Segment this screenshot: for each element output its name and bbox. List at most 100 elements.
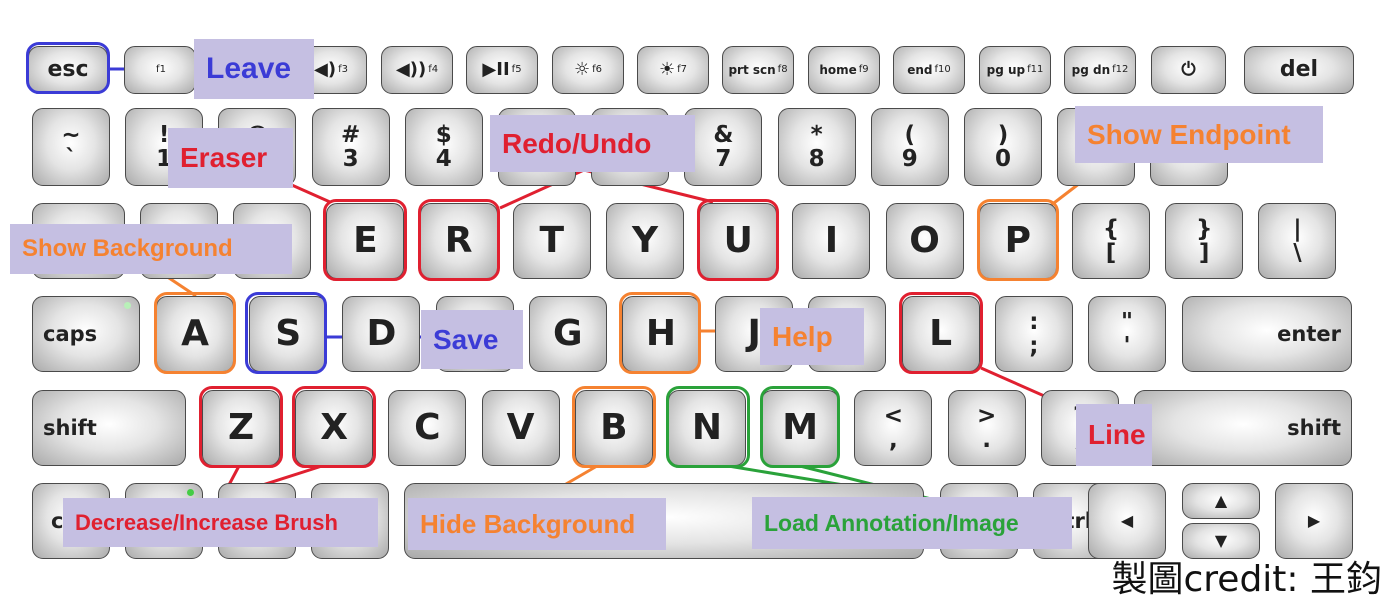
key-i: I (792, 203, 871, 279)
key-number-8: * 8 (777, 108, 856, 186)
key-x-2: X (295, 390, 374, 466)
arrow-up-icon: ▲ (1182, 483, 1260, 519)
key-number-9: ( 9 (870, 108, 949, 186)
key-g: G (528, 296, 607, 372)
label-load-annotation-image: Load Annotation/Image (752, 497, 1072, 549)
key-del: del (1244, 46, 1354, 94)
key-enter: enter (1182, 296, 1352, 372)
key-main-label: ▶II (482, 58, 510, 80)
highlight-p (977, 199, 1059, 281)
key-fn-label: f4 (428, 63, 439, 75)
sun-dim-icon: ☼f6 (552, 46, 624, 94)
key-fn-label: f10 (934, 63, 951, 75)
key-fn-label: f5 (511, 63, 522, 75)
key-sym-11: } ] (1165, 203, 1244, 279)
key-l: L (901, 296, 980, 372)
key-fn-label: f3 (338, 63, 348, 75)
label-hide-background: Hide Background (408, 498, 666, 550)
caps-indicator-dot (124, 302, 131, 309)
key-main-label: end (907, 62, 933, 77)
key-main-label: pg dn (1071, 62, 1111, 77)
key-main-label: ◀) (314, 58, 337, 80)
highlight-b (572, 386, 656, 468)
key-sym-12: | \ (1258, 203, 1337, 279)
key-main-label: pg up (986, 62, 1026, 77)
highlight-z (199, 386, 283, 468)
key-u: U (699, 203, 778, 279)
highlight-a (154, 292, 236, 374)
key-b-5: B (574, 390, 653, 466)
key-h: H (622, 296, 700, 372)
key-o: O (885, 203, 964, 279)
fn-indicator-dot (187, 489, 194, 496)
label-decrease-increase-brush: Decrease/Increase Brush (63, 498, 378, 547)
power-icon: ⏻ (1151, 46, 1226, 94)
key-shift-0: shift (32, 390, 186, 466)
key-fn-label: f11 (1027, 63, 1044, 75)
key-number-4: $ 4 (404, 108, 483, 186)
highlight-m (760, 386, 840, 468)
key-fn-label: f12 (1112, 63, 1129, 75)
label-leave: Leave (194, 39, 314, 99)
highlight-l (899, 292, 983, 374)
key-number-0: ~ ` (32, 108, 110, 186)
key-shift-11: shift (1134, 390, 1352, 466)
key-main-label: prt scn (728, 62, 776, 77)
key-main-label: ◀)) (395, 58, 427, 80)
key-fn-label: f1 (156, 63, 166, 75)
highlight-e (323, 199, 407, 281)
key-c-3: C (388, 390, 467, 466)
key-fn-label: f6 (592, 63, 603, 75)
key-sym-8-8: < , (854, 390, 933, 466)
key-n-6: N (668, 390, 746, 466)
key-sym-11: " ' (1088, 296, 1166, 372)
arrow-down-icon: ▼ (1182, 523, 1260, 559)
key-main-label: home (819, 62, 857, 77)
key-t: T (512, 203, 591, 279)
key-m-7: M (761, 390, 840, 466)
highlight-n (666, 386, 750, 468)
key-fn-label: f8 (777, 63, 788, 75)
key-d: D (342, 296, 421, 372)
arrow-right-icon: ▶ (1275, 483, 1353, 559)
volume-up-icon: ◀))f4 (381, 46, 453, 94)
key-main-label: ☼ (573, 58, 591, 80)
key-z-1: Z (202, 390, 280, 466)
key-sym-10: : ; (994, 296, 1073, 372)
key-e: E (326, 203, 405, 279)
arrow-left-icon: ◀ (1088, 483, 1166, 559)
key-caps: caps (32, 296, 140, 372)
sun-bright-icon: ☀f7 (637, 46, 709, 94)
brightness-down-icon: f1 (124, 46, 196, 94)
label-eraser: Eraser (168, 128, 293, 188)
key-sym-10: { [ (1072, 203, 1150, 279)
key-fn-label: f9 (858, 63, 869, 75)
key-sym-9-9: > . (947, 390, 1026, 466)
label-redo-undo: Redo/Undo (490, 115, 695, 172)
key-number-7: & 7 (684, 108, 763, 186)
label-line: Line (1076, 404, 1152, 466)
key-fn-label: f7 (677, 63, 688, 75)
highlight-esc (26, 42, 110, 94)
key-number-10: ) 0 (964, 108, 1042, 186)
highlight-u (697, 199, 779, 281)
key-main-label: ☀ (658, 58, 676, 80)
highlight-h (619, 292, 701, 374)
key-main-label: ⏻ (1181, 58, 1196, 80)
label-help: Help (760, 308, 864, 365)
label-show-background: Show Background (10, 224, 292, 274)
credit-text: 製圖credit: 王鈞 (1111, 559, 1383, 600)
key-y: Y (606, 203, 684, 279)
highlight-s (245, 292, 327, 374)
highlight-r (418, 199, 500, 281)
label-save: Save (421, 310, 523, 369)
highlight-x (292, 386, 376, 468)
key-p: P (978, 203, 1057, 279)
label-show-endpoint: Show Endpoint (1075, 106, 1323, 163)
